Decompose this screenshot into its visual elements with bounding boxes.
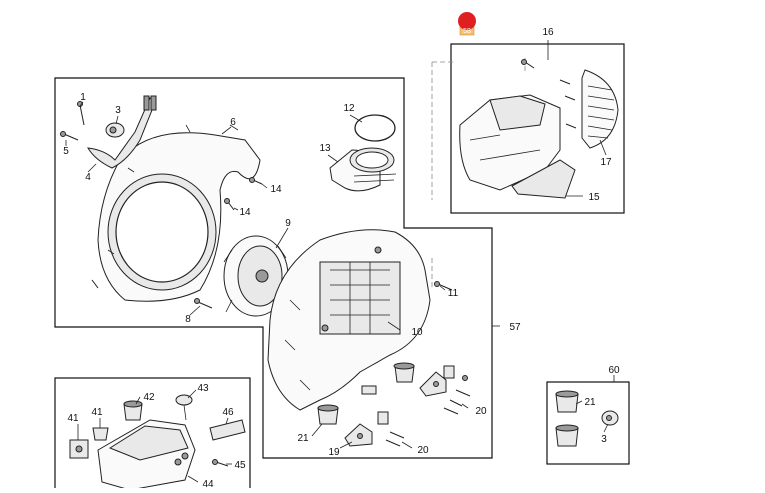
screw-part-14b	[227, 201, 235, 211]
clip-part	[361, 385, 377, 395]
air-duct-part	[511, 159, 576, 199]
screw-head	[212, 459, 218, 465]
bracket-part-41	[69, 439, 89, 459]
screw-part-8	[197, 301, 213, 309]
marker-label: 58	[463, 28, 471, 35]
label-part-46	[209, 419, 246, 441]
callout-21a: 21	[297, 433, 309, 444]
mount-part-41	[92, 427, 109, 441]
intake-grille-part	[581, 69, 619, 149]
screw-head	[194, 298, 200, 304]
impeller-part	[223, 235, 291, 317]
callout-12: 12	[343, 103, 355, 114]
kit-knob-part	[601, 410, 619, 426]
callout-45: 45	[234, 460, 246, 471]
screw-head	[434, 281, 440, 287]
screw-part-5	[63, 133, 79, 141]
callout-17: 17	[600, 157, 612, 168]
callout-14a: 14	[270, 184, 282, 195]
callout-14b: 14	[239, 207, 251, 218]
screw-part	[91, 279, 99, 289]
button-part-43	[175, 394, 193, 421]
callout-19: 19	[328, 447, 340, 458]
callout-42: 42	[143, 392, 155, 403]
callout-13: 13	[319, 143, 331, 154]
knob-part	[105, 122, 125, 138]
marker-dot[interactable]	[458, 12, 476, 30]
rubber-mount-part	[317, 404, 339, 425]
callout-43: 43	[197, 383, 209, 394]
clip-part	[377, 411, 389, 425]
mount-bracket-part	[344, 423, 373, 447]
mount-part	[393, 362, 415, 383]
callout-3: 3	[115, 105, 121, 116]
shroud-assembly-frame	[450, 43, 625, 214]
kit-60-frame	[546, 381, 630, 465]
main-assembly-frame	[54, 77, 493, 459]
engine-cover-part	[97, 419, 196, 491]
callout-16: 16	[542, 27, 554, 38]
callout-1: 1	[80, 92, 86, 103]
callout-57: 57	[509, 322, 521, 333]
callout-8: 8	[185, 314, 191, 325]
screw-part-11	[437, 283, 453, 291]
kit-mount-part	[555, 390, 579, 413]
fan-housing-part	[97, 124, 261, 302]
callout-41a: 41	[67, 413, 79, 424]
callout-21b: 21	[584, 397, 596, 408]
mount-bracket-part	[419, 371, 447, 397]
callout-11: 11	[448, 288, 459, 299]
callout-9: 9	[285, 218, 291, 229]
screw-head	[224, 198, 230, 204]
screw-head	[60, 131, 66, 137]
callout-60: 60	[608, 365, 620, 376]
screw-head	[77, 101, 83, 107]
leader-lines	[65, 40, 615, 483]
seal-ring-part	[354, 114, 396, 142]
screw-head	[462, 375, 468, 381]
callout-6: 6	[230, 117, 236, 128]
callout-labels: 1 3 4 5 6 8 9 10 11 12 13 14 14 15 16 17…	[63, 27, 620, 490]
callout-46: 46	[222, 407, 234, 418]
callout-15: 15	[588, 192, 600, 203]
shroud-part	[459, 94, 561, 191]
callout-20a: 20	[475, 406, 487, 417]
screw-head	[521, 59, 527, 65]
callout-41b: 41	[91, 407, 103, 418]
callout-4: 4	[85, 172, 91, 183]
callout-20b: 20	[417, 445, 429, 456]
screw-set	[559, 79, 577, 129]
mount-part-42	[123, 400, 143, 421]
screw-set-20b	[385, 431, 405, 447]
callout-10: 10	[411, 327, 423, 338]
screw-part-1	[79, 104, 85, 126]
elbow-part	[329, 147, 397, 192]
clip-part	[443, 365, 455, 379]
screw-head	[249, 177, 255, 183]
screw-part-45	[215, 461, 229, 467]
callout-5: 5	[63, 146, 69, 157]
throttle-bracket-part	[87, 95, 157, 169]
kit-mount-part	[555, 424, 579, 447]
callout-3b: 3	[601, 434, 607, 445]
backplate-housing-part	[267, 229, 431, 411]
callout-44: 44	[202, 479, 214, 488]
screw-set-20a	[443, 389, 471, 415]
